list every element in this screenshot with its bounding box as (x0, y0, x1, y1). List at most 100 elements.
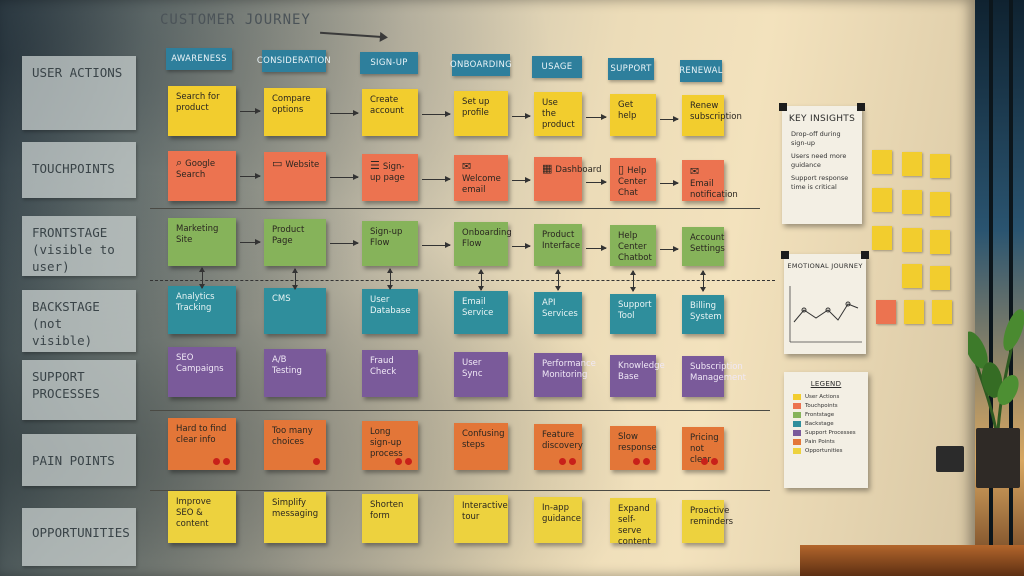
visibility-link (292, 267, 298, 290)
user-action-note: Renew subscription (682, 95, 742, 136)
legend-swatch (793, 421, 801, 427)
legend-swatch (793, 430, 801, 436)
row-label-touchpoints: TOUCHPOINTS (22, 142, 136, 198)
row-label-support-processes: SUPPORT PROCESSES (22, 360, 136, 420)
mini-sticky-note (930, 230, 950, 254)
mini-sticky-note (904, 300, 924, 324)
dashboard-icon: ▦ (542, 161, 553, 175)
flow-arrow (660, 246, 679, 253)
emotional-curve (789, 286, 862, 343)
opportunity-note: In-app guidance (534, 496, 582, 543)
key-insights-title: KEY INSIGHTS (788, 114, 856, 124)
pain-point-note: Too many choices (264, 419, 326, 470)
severity-dot (559, 458, 566, 465)
row-label-frontstage: FRONTSTAGE (visible to user) (22, 216, 136, 276)
flow-arrow (512, 112, 531, 119)
legend-item: Opportunities (793, 448, 868, 454)
severity-dots (701, 458, 718, 465)
severity-dots (313, 458, 320, 465)
pain-point-note: Hard to find clear info (168, 418, 236, 470)
binder-clip (857, 103, 865, 111)
frontstage-note: Account Settings (682, 226, 725, 266)
legend-item: Touchpoints (793, 403, 868, 409)
legend-label: Frontstage (805, 412, 835, 418)
user-action-note: Create account (362, 89, 418, 136)
row-label-backstage: BACKSTAGE (not visible) (22, 290, 136, 352)
touchpoint-note: ▭Website (264, 152, 326, 201)
legend-item: Pain Points (793, 439, 868, 445)
legend-item: Frontstage (793, 412, 868, 418)
visibility-link (700, 270, 706, 292)
legend-swatch (793, 412, 801, 418)
touchpoint-label: Help Center Chat (618, 166, 647, 199)
mini-sticky-note (902, 264, 922, 288)
pain-point-note: Confusing steps (454, 422, 508, 470)
mini-sticky-note (902, 190, 922, 214)
opportunity-note: Proactive reminders (682, 499, 733, 543)
backstage-note: Email Service (454, 290, 508, 335)
touchpoint-note: ▯Help Center Chat (610, 158, 656, 201)
stage-header-usage: USAGE (532, 56, 582, 78)
touchpoint-label: Dashboard (555, 164, 602, 175)
visibility-link (199, 267, 205, 289)
search-icon: ⌕ (176, 155, 183, 169)
mini-sticky-note (930, 266, 950, 290)
flow-arrow (240, 108, 261, 114)
touchpoint-label: Website (285, 160, 320, 171)
plant (968, 309, 1024, 430)
legend-title: LEGEND (810, 380, 842, 388)
window-mullion (989, 0, 993, 576)
key-insights-list: Drop-off during sign-up Users need more … (782, 124, 862, 192)
frontstage-note: Product Page (264, 219, 326, 266)
user-action-note: Use the product (534, 92, 582, 136)
support-process-note: Fraud Check (362, 350, 418, 398)
pain-point-note: Feature discovery (534, 424, 583, 470)
binder-clip (781, 251, 789, 259)
visibility-link (387, 268, 393, 290)
legend-swatch (793, 394, 801, 400)
flow-arrow (422, 111, 451, 117)
chat-icon: ▯ (618, 163, 625, 177)
mini-sticky-note (872, 226, 892, 250)
user-action-note: Get help (610, 93, 656, 136)
flow-arrow (422, 175, 451, 182)
backstage-note: Billing System (682, 295, 724, 335)
touchpoint-label: Email notification (690, 178, 738, 200)
legend-label: Pain Points (805, 439, 835, 445)
stage-header-renewal: RENEWAL (679, 60, 723, 82)
backstage-note: CMS (264, 287, 326, 335)
legend-label: Backstage (805, 421, 834, 427)
stage-header-consideration: CONSIDERATION (257, 50, 331, 72)
touchpoint-note: ✉Email notification (682, 159, 738, 201)
severity-dots (633, 458, 650, 465)
mini-sticky-note (902, 228, 922, 252)
flow-arrow (330, 109, 359, 116)
flow-arrow (586, 244, 607, 251)
binder-clip (861, 251, 869, 259)
severity-dot (395, 458, 402, 465)
frontstage-note: Product Interface (534, 223, 582, 266)
mini-sticky-note (932, 300, 952, 324)
frontstage-note: Marketing Site (168, 217, 236, 266)
opportunity-note: Improve SEO & content (168, 490, 236, 543)
severity-dot (213, 458, 220, 465)
opportunity-note: Shorten form (362, 493, 418, 543)
key-insights-panel: KEY INSIGHTS Drop-off during sign-up Use… (779, 103, 865, 224)
touchpoint-note: ☰Sign-up page (362, 153, 418, 201)
severity-dots (395, 458, 412, 465)
support-process-note: User Sync (454, 351, 508, 398)
mini-sticky-note (930, 154, 950, 178)
support-process-note: Knowledge Base (610, 354, 665, 398)
flow-arrow (422, 241, 451, 248)
stage-header-sign-up: SIGN-UP (360, 52, 418, 74)
flow-arrow (512, 177, 531, 184)
flow-arrow (660, 115, 679, 122)
flow-arrow (512, 243, 531, 250)
support-process-note: A/B Testing (264, 348, 326, 398)
desk (800, 545, 1024, 576)
severity-dot (633, 458, 640, 465)
backstage-note: API Services (534, 292, 582, 335)
flow-arrow (586, 114, 607, 120)
opportunity-note: Expand self-serve content (610, 498, 656, 547)
